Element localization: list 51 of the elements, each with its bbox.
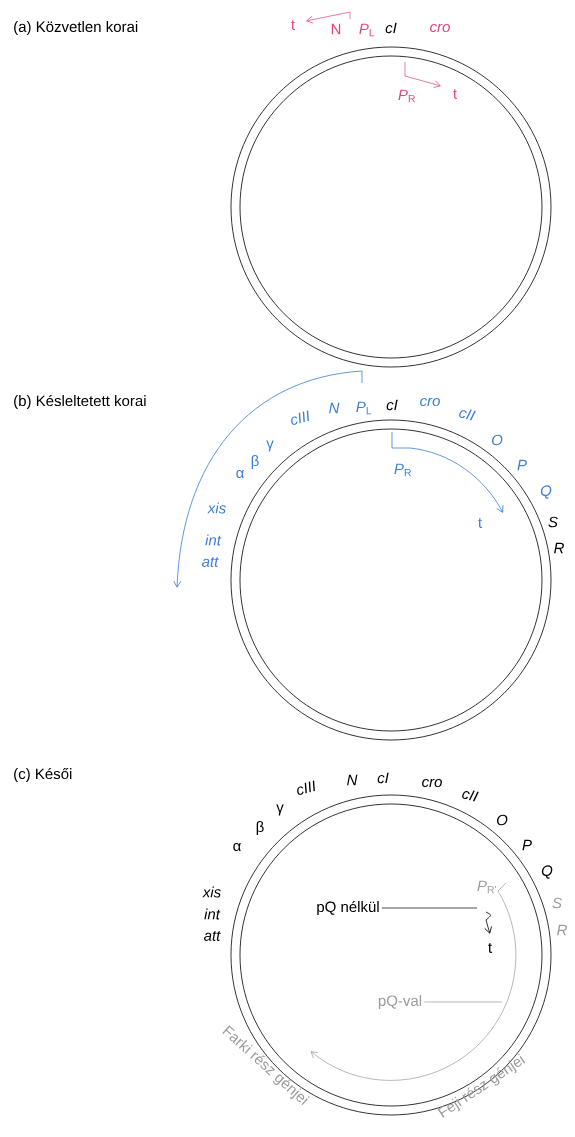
gene-label: att — [204, 931, 221, 941]
gene-label: γ — [276, 804, 284, 816]
gene-label: P$_{L}$ — [356, 401, 372, 415]
gene-label: int — [204, 908, 221, 920]
leader-label: pQ nélkül — [317, 900, 379, 916]
gene-label: γ — [266, 440, 274, 452]
gene-label: cIII — [291, 410, 309, 425]
gene-label: t — [453, 89, 457, 99]
gene-label: R — [554, 542, 564, 554]
gene-label: t — [291, 20, 295, 30]
gene-label: O — [497, 814, 508, 826]
leader-line — [381, 907, 478, 909]
gene-label: xis — [202, 886, 221, 898]
gene-label: cI — [385, 22, 397, 34]
gene-label: β — [251, 455, 259, 469]
gene-label: S — [548, 516, 558, 528]
gene-label: cro — [420, 397, 440, 407]
gene-label: N — [347, 774, 358, 786]
gene-label: cIII — [297, 780, 315, 795]
gene-label: α — [236, 469, 244, 479]
panel-heading: (c) Késői — [14, 767, 72, 783]
gene-label: xis — [207, 502, 226, 514]
gene-label: R — [557, 924, 567, 936]
gene-label: N — [329, 402, 340, 414]
gene-label: P$_{R'}$ — [477, 880, 496, 894]
gene-label: α — [233, 842, 241, 852]
gene-label: S — [552, 897, 562, 909]
gene-label: P$_{R}$ — [398, 89, 416, 103]
gene-label: P$_{R}$ — [394, 463, 412, 477]
gene-label: att — [202, 557, 219, 567]
gene-label: N — [331, 23, 341, 35]
gene-label: O — [492, 434, 503, 446]
gene-label: β — [256, 821, 264, 835]
panel-heading: (b) Késleltetett korai — [14, 394, 146, 410]
gene-label: P — [517, 459, 527, 471]
gene-label: Q — [540, 485, 552, 499]
gene-label: cro — [422, 778, 442, 788]
leader-label: pQ-val — [378, 995, 422, 1009]
gene-label: t — [488, 943, 492, 953]
panel-heading: (a) Közvetlen korai — [14, 21, 138, 35]
gene-label: P — [522, 839, 532, 851]
gene-label: cII — [459, 409, 476, 421]
gene-label: cI — [386, 399, 398, 411]
gene-label: cI — [377, 772, 389, 784]
leader-line — [423, 1001, 503, 1003]
gene-label: int — [205, 534, 222, 546]
gene-label: t — [478, 518, 482, 528]
gene-label: cII — [462, 790, 479, 802]
gene-label: Q — [541, 865, 553, 879]
gene-label: cro — [430, 23, 450, 33]
gene-label: P$_{L}$ — [359, 23, 375, 37]
